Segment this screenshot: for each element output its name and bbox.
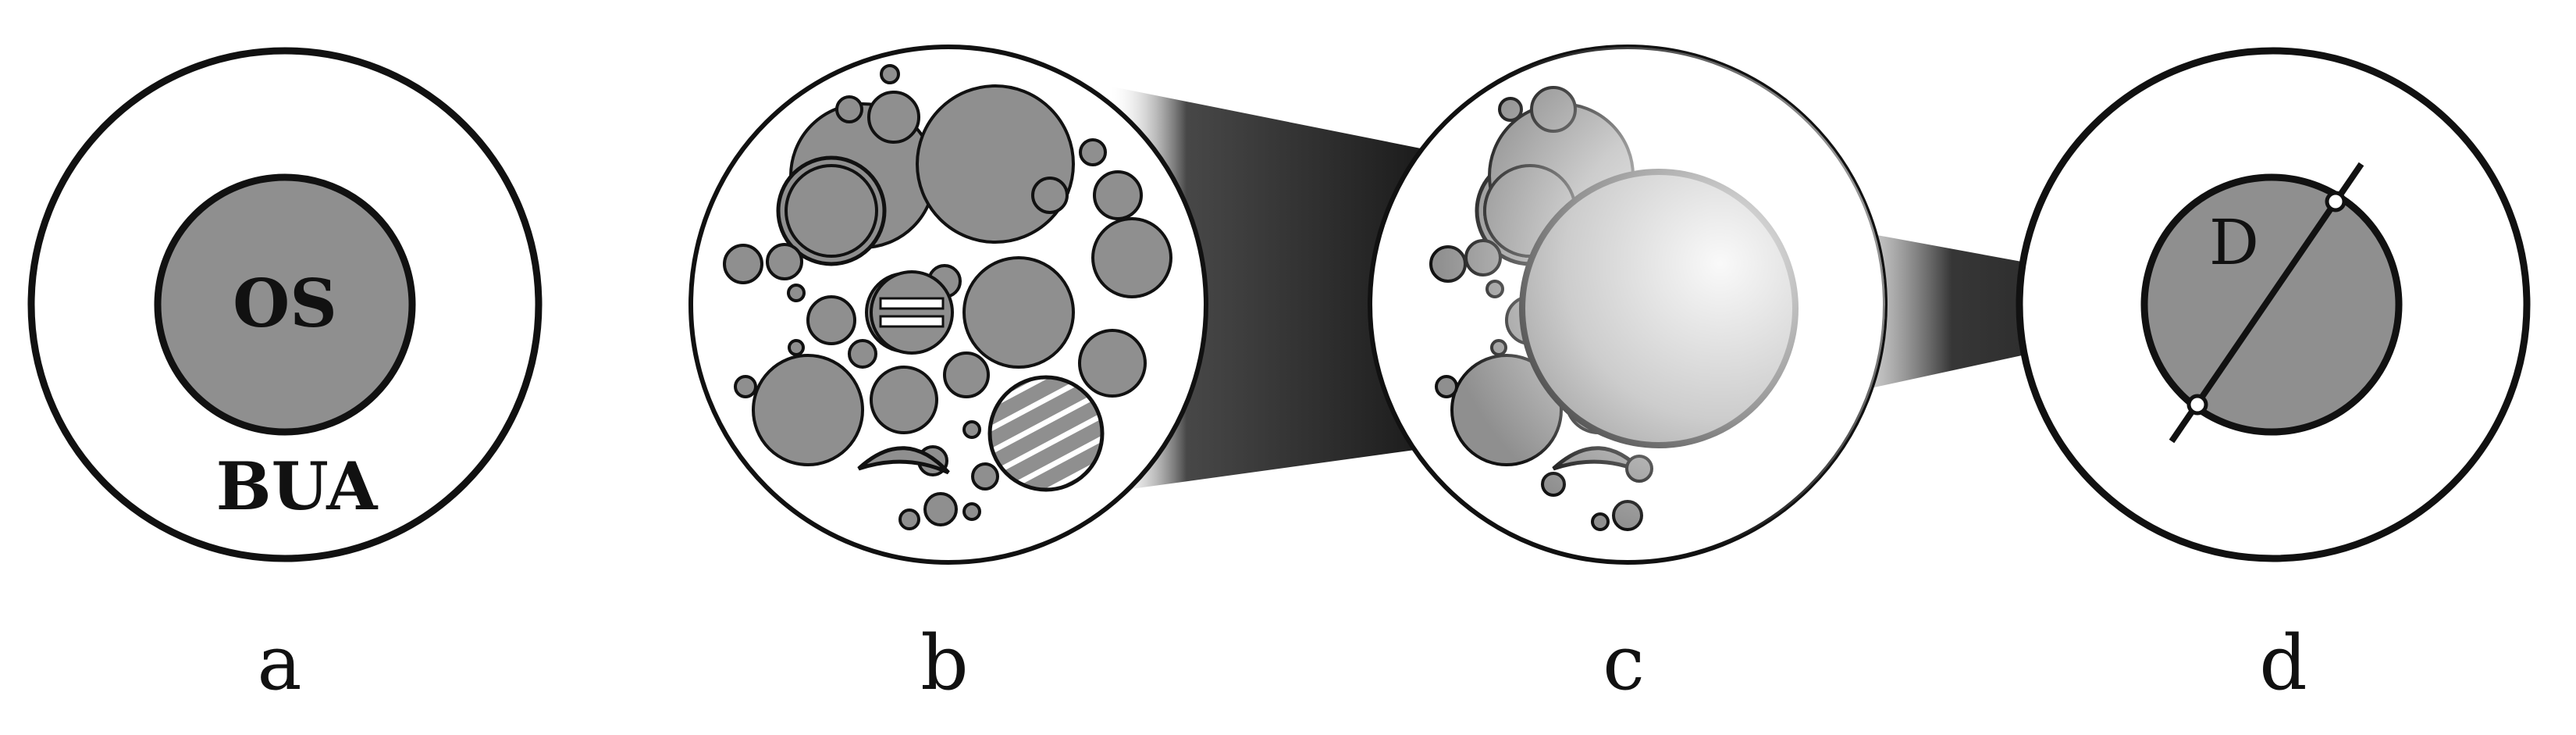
panel-letter-b: b xyxy=(920,619,968,707)
panel-letter-c: c xyxy=(1603,619,1645,707)
os-circle-d xyxy=(2140,173,2403,436)
panel-b: b xyxy=(688,45,1208,707)
diameter-endpoint-top xyxy=(2325,191,2347,212)
panel-d: D d xyxy=(2016,47,2531,707)
panel-letter-d: d xyxy=(2259,619,2307,707)
pore-pattern-c xyxy=(1370,47,1885,562)
panel-a: OS BUA xyxy=(27,47,543,562)
panel-c: c xyxy=(1368,45,1888,707)
pore-pattern-b xyxy=(723,64,1172,530)
diameter-endpoint-bottom xyxy=(2186,394,2208,416)
diameter-label: D xyxy=(2209,206,2259,279)
panel-letter-a: a xyxy=(257,619,301,707)
os-inner-circle xyxy=(154,173,416,436)
os-label: OS xyxy=(233,265,337,342)
bua-label: BUA xyxy=(216,448,379,525)
